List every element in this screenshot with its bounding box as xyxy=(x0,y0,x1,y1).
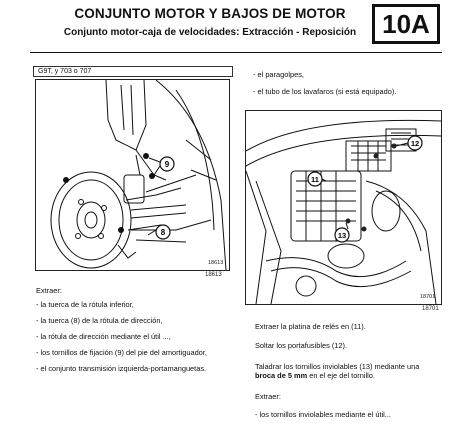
list-item: - la rótula de dirección mediante el úti… xyxy=(36,332,171,341)
page-title: CONJUNTO MOTOR Y BAJOS DE MOTOR xyxy=(74,6,346,21)
vehicle-applicability: G9T, y 703 o 707 xyxy=(33,66,233,77)
suspension-drawing: 9 8 xyxy=(50,80,227,270)
instruction-text-rest: en el eje del tornillo. xyxy=(307,371,375,380)
instruction-text: Soltar los portafusibles (12). xyxy=(255,341,348,350)
callout-9: 9 xyxy=(165,160,170,169)
header-divider xyxy=(30,52,442,53)
engine-bay-drawing: 12 11 13 xyxy=(246,119,441,304)
section-code-badge: 10A xyxy=(372,4,440,44)
left-heading: Extraer: xyxy=(36,286,62,295)
callout-12: 12 xyxy=(411,139,419,148)
list-item: - el conjunto transmisión izquierda-port… xyxy=(36,364,207,373)
callout-11: 11 xyxy=(311,175,319,184)
engine-bay-figure: 12 11 13 18701 xyxy=(245,110,442,305)
list-item: - el tubo de los lavafaros (si está equi… xyxy=(253,87,397,96)
instruction-text: Taladrar los tornillos inviolables (13) … xyxy=(255,362,420,371)
figure-image-code: 18613 xyxy=(208,260,224,266)
suspension-figure: 9 8 18613 xyxy=(35,79,230,271)
page-subtitle: Conjunto motor-caja de velocidades: Extr… xyxy=(63,27,357,38)
list-item: - la tuerca (8) de la rótula de direcció… xyxy=(36,316,163,325)
callout-13: 13 xyxy=(338,231,346,240)
figure-ref-number: 18613 xyxy=(205,272,222,278)
list-item: - el paragolpes, xyxy=(253,70,304,79)
drill-size-bold: broca de 5 mm xyxy=(255,371,308,380)
figure-ref-number: 18701 xyxy=(422,306,439,312)
instruction-text: Extraer la platina de relés en (11). xyxy=(255,322,366,331)
list-item: - la tuerca de la rótula inferior, xyxy=(36,300,134,309)
instruction-text: Extraer: xyxy=(255,392,281,401)
list-item: - los tornillos de fijación (9) del pie … xyxy=(36,348,207,357)
instruction-text: broca de 5 mm en el eje del tornillo. xyxy=(255,371,375,380)
figure-image-code: 18701 xyxy=(420,294,436,300)
list-item: - los tornillos inviolables mediante el … xyxy=(255,410,391,419)
callout-8: 8 xyxy=(161,228,166,237)
